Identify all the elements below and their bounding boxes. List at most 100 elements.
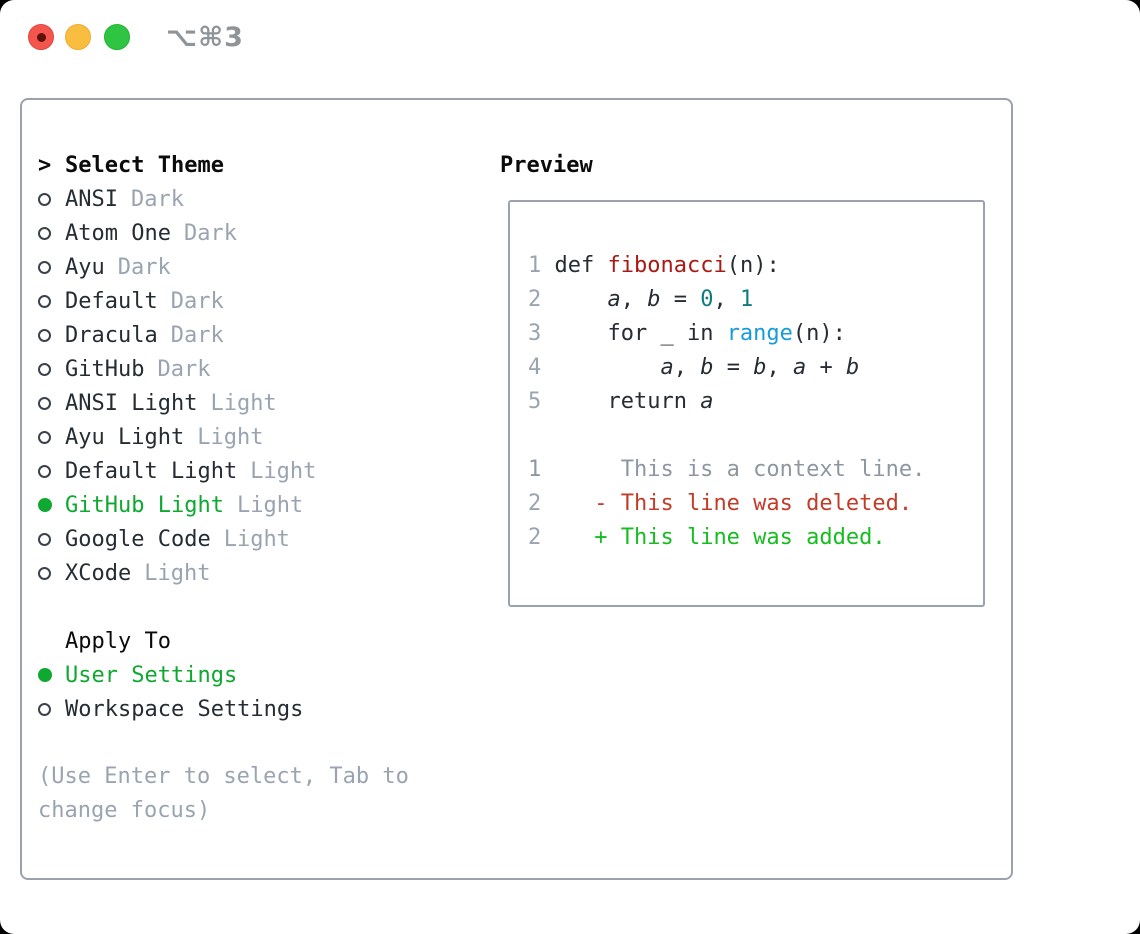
theme-variant: Dark [183, 220, 237, 246]
radio-unselected-icon [38, 464, 65, 478]
code-token: return [554, 389, 701, 414]
code-token: a [792, 355, 807, 380]
theme-name: Ayu [65, 254, 105, 280]
close-button[interactable] [28, 24, 54, 50]
radio-unselected-icon [38, 226, 65, 240]
theme-variant: Light [236, 492, 304, 518]
window-title: ⌥⌘3 [166, 22, 244, 53]
theme-name: Dracula [65, 322, 158, 348]
minimize-button[interactable] [65, 24, 91, 50]
apply-option-user-settings[interactable]: User Settings [38, 658, 303, 692]
focus-caret-icon: > [38, 152, 52, 178]
code-token: 3 [528, 321, 555, 346]
radio-unselected-icon [38, 362, 65, 376]
theme-option-xcode[interactable]: XCode Light [38, 556, 316, 590]
code-token: = [713, 355, 754, 380]
diff-added-line: 2 + This line was added. [528, 521, 925, 555]
code-preview: 1 def fibonacci(n): 2 a, b = 0, 1 3 for … [510, 202, 925, 555]
apply-option-workspace-settings[interactable]: Workspace Settings [38, 692, 303, 726]
theme-name: ANSI Light [65, 390, 198, 416]
title-bar: ⌥⌘3 [0, 0, 1140, 72]
code-token: 1 This is a context line. [528, 457, 926, 482]
apply-option-label: User Settings [65, 662, 238, 688]
code-token: , [713, 287, 740, 312]
code-token [555, 355, 661, 380]
radio-unselected-icon [38, 702, 65, 716]
radio-unselected-icon [38, 260, 65, 274]
radio-unselected-icon [38, 566, 65, 580]
code-token: 2 [528, 287, 555, 312]
code-token: 1 [739, 287, 754, 312]
theme-variant: Light [144, 560, 211, 586]
theme-variant: Dark [170, 288, 224, 314]
code-token: = [660, 287, 701, 312]
theme-name: XCode [65, 560, 132, 586]
apply-to-title: Apply To [65, 628, 171, 654]
zoom-button[interactable] [104, 24, 130, 50]
code-token: b [647, 287, 661, 312]
theme-variant: Dark [130, 186, 184, 212]
theme-name: ANSI [65, 186, 118, 212]
code-line: 3 for _ in range(n): [528, 317, 925, 351]
theme-variant: Light [223, 526, 290, 552]
code-token: b [753, 355, 767, 380]
theme-list-title: Select Theme [65, 152, 224, 178]
radio-unselected-icon [38, 192, 65, 206]
theme-name: Ayu Light [65, 424, 185, 450]
code-token: + This line was added. [594, 525, 886, 550]
code-token: , [673, 355, 701, 380]
code-token: 2 [528, 491, 595, 516]
theme-list-header: > Select Theme [38, 148, 316, 182]
radio-unselected-icon [38, 396, 65, 410]
code-token: 2 [528, 525, 595, 550]
code-token: 5 [528, 389, 555, 414]
theme-option-ansi-dark[interactable]: ANSI Dark [38, 182, 316, 216]
apply-to-section: Apply To User Settings Workspace Setting… [38, 624, 303, 726]
theme-name: GitHub [65, 356, 145, 382]
code-line: 4 a, b = b, a + b [528, 351, 925, 385]
radio-unselected-icon [38, 430, 65, 444]
help-text: (Use Enter to select, Tab to change focu… [38, 764, 423, 823]
theme-option-ayu-light[interactable]: Ayu Light Light [38, 420, 316, 454]
code-line: 2 a, b = 0, 1 [528, 283, 925, 317]
code-token: (n): [792, 321, 846, 346]
radio-unselected-icon [38, 294, 65, 308]
diff-context-line: 1 This is a context line. [528, 453, 925, 487]
code-line-blank [528, 419, 925, 453]
code-token: , [766, 355, 793, 380]
theme-variant: Dark [157, 356, 211, 382]
theme-name: Default Light [65, 458, 238, 484]
theme-name: Default [65, 288, 158, 314]
diff-deleted-line: 2 - This line was deleted. [528, 487, 925, 521]
theme-variant: Light [250, 458, 317, 484]
code-token: 4 [528, 355, 555, 380]
close-dot-icon [37, 33, 46, 42]
code-line: 1 def fibonacci(n): [528, 249, 925, 283]
theme-option-default-light[interactable]: Default Light Light [38, 454, 316, 488]
radio-unselected-icon [38, 328, 65, 342]
code-token: a [700, 389, 714, 414]
code-token: 1 [528, 253, 555, 278]
theme-option-github-dark[interactable]: GitHub Dark [38, 352, 316, 386]
apply-option-label: Workspace Settings [65, 696, 304, 722]
code-token: fibonacci [607, 253, 727, 278]
radio-selected-icon [38, 668, 65, 682]
theme-option-default-dark[interactable]: Default Dark [38, 284, 316, 318]
theme-variant: Light [197, 424, 264, 450]
code-token: - This line was deleted. [594, 491, 913, 516]
code-token: (n): [726, 253, 780, 278]
theme-name: Atom One [65, 220, 171, 246]
code-token: b [700, 355, 714, 380]
code-token: def [554, 253, 608, 278]
theme-option-atom-one-dark[interactable]: Atom One Dark [38, 216, 316, 250]
preview-title: Preview [500, 153, 593, 178]
preview-box: 1 def fibonacci(n): 2 a, b = 0, 1 3 for … [508, 200, 985, 607]
